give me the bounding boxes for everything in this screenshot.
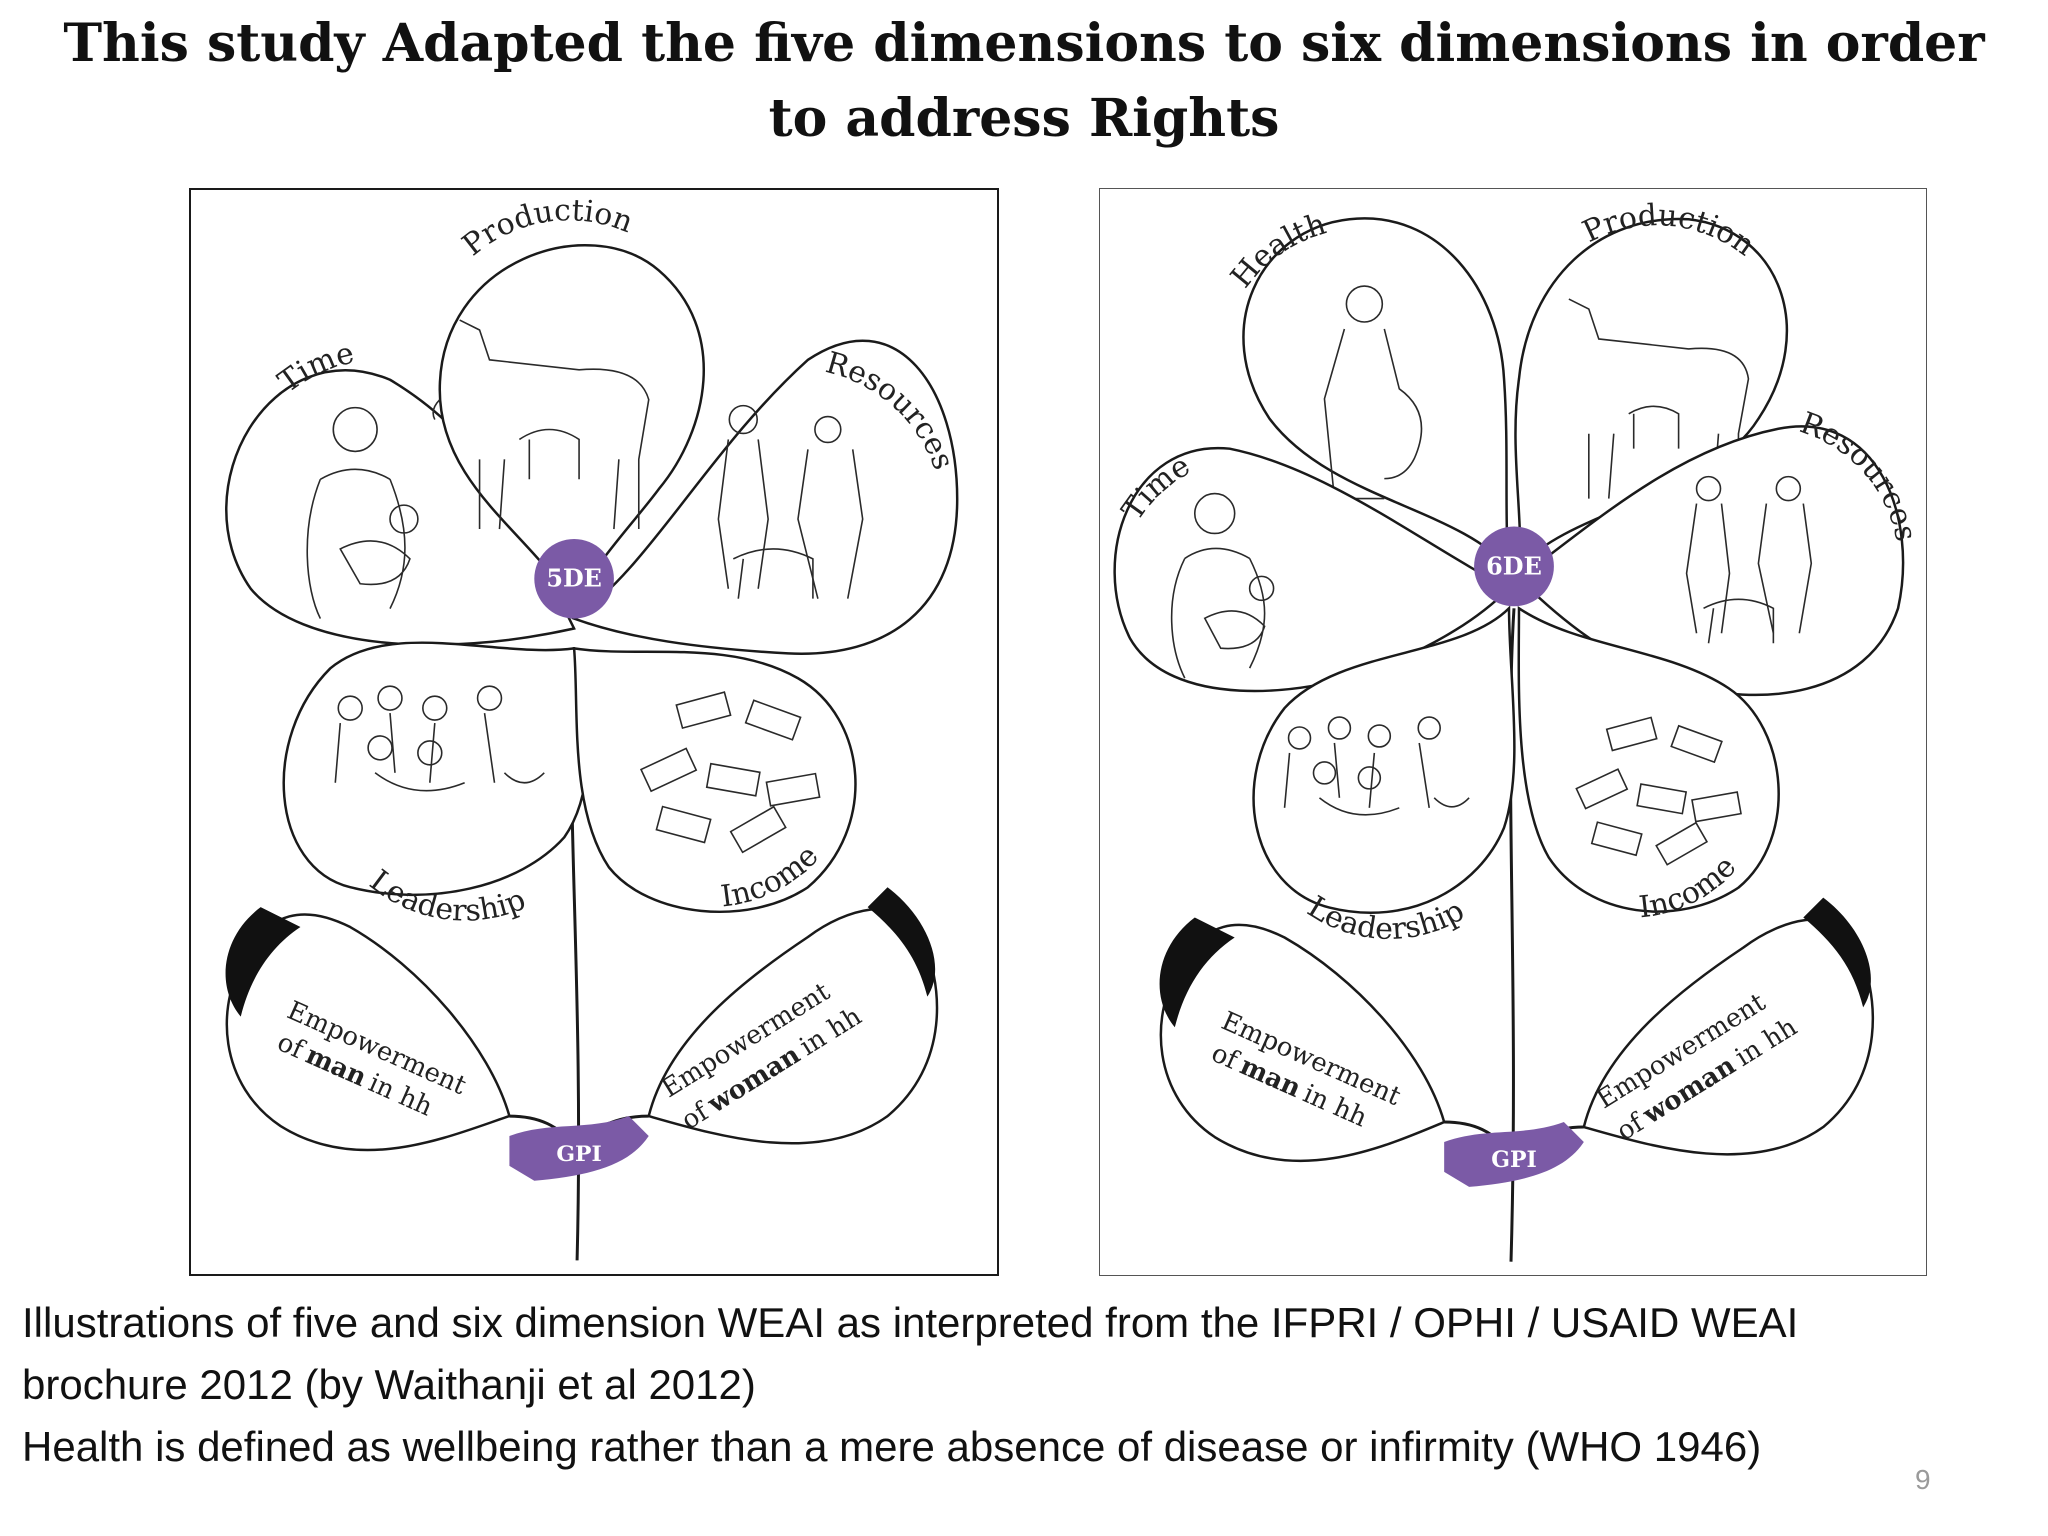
six-dimension-diagram: Health Production Resources (1099, 188, 1927, 1276)
caption-line-2: brochure 2012 (by Waithanji et al 2012) (22, 1361, 756, 1408)
six-dimension-flower: Health Production Resources (1113, 198, 1923, 1262)
slide-title: This study Adapted the five dimensions t… (0, 6, 2048, 156)
mother-with-baby-icon (306, 406, 419, 619)
page-number: 9 (1915, 1464, 1931, 1495)
caption-line-3: Health is defined as wellbeing rather th… (22, 1423, 1762, 1470)
women-group-icon (334, 685, 545, 792)
five-dimension-diagram: Time Production Resources (189, 188, 999, 1276)
banknotes-icon (1575, 716, 1742, 866)
petal-leadership: Leadership (1252, 605, 1516, 947)
petal-leadership: Leadership (282, 641, 589, 929)
center-label: 6DE (1486, 552, 1542, 580)
leaf-woman: Empowerment ofwomanin hh (1512, 897, 1875, 1158)
petal-income: Income (1517, 605, 1780, 925)
petal-income: Income (572, 646, 857, 915)
couple-with-goat-icon (717, 404, 864, 599)
leaf-woman: Empowerment ofwomanin hh (577, 887, 939, 1147)
gpi-ribbon: GPI (1444, 1122, 1584, 1187)
leaf-man: Empowerment ofmanin hh (1159, 917, 1511, 1163)
gpi-ribbon: GPI (509, 1116, 649, 1181)
slide-title-line-1: This study Adapted the five dimensions t… (63, 13, 1985, 74)
mother-with-baby-icon (1170, 492, 1275, 679)
center-badge: 5DE (534, 538, 614, 619)
leaf-man: Empowerment ofmanin hh (225, 907, 576, 1152)
gpi-label: GPI (556, 1141, 601, 1167)
slide-caption: Illustrations of five and six dimension … (22, 1292, 2022, 1478)
gpi-label: GPI (1491, 1147, 1537, 1173)
caption-line-1: Illustrations of five and six dimension … (22, 1299, 1799, 1346)
banknotes-icon (639, 691, 821, 854)
center-badge: 6DE (1474, 526, 1554, 607)
women-group-icon (1283, 716, 1470, 816)
petal-production: Production (432, 193, 705, 612)
couple-with-goat-icon (1685, 475, 1813, 644)
goat-icon (432, 319, 650, 530)
five-dimension-flower: Time Production Resources (225, 193, 961, 1261)
slide-title-line-2: to address Rights (768, 88, 1280, 149)
center-label: 5DE (546, 565, 602, 593)
